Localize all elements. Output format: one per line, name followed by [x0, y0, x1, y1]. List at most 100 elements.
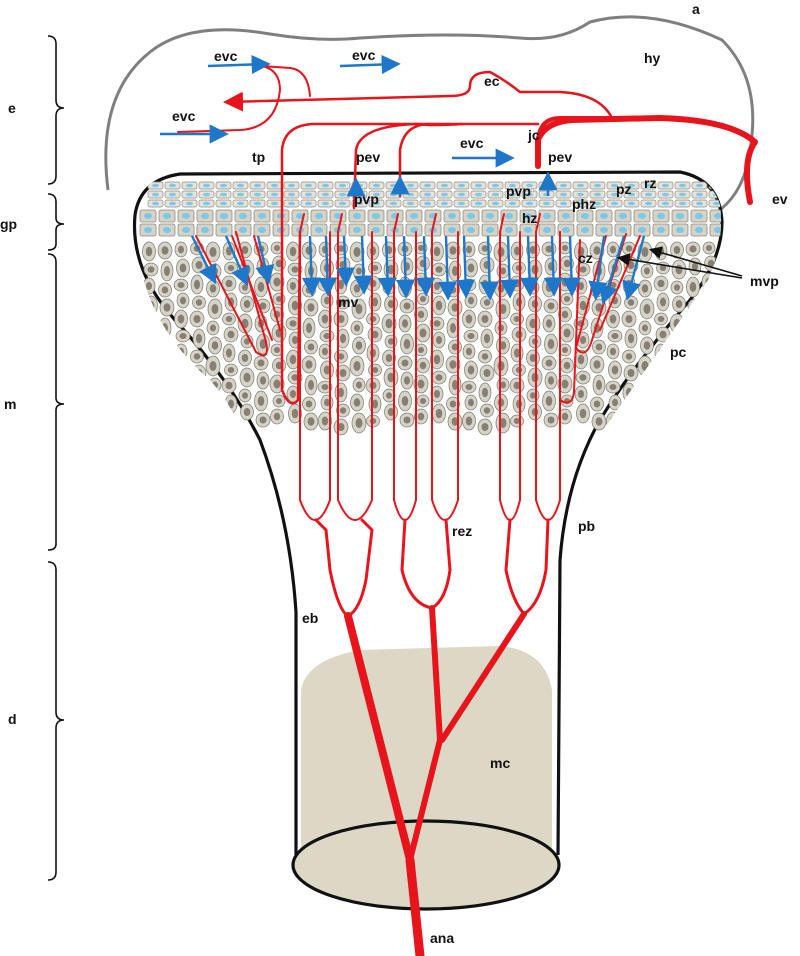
column-flow-arrow-3 — [255, 235, 275, 285]
chondrocyte-nucleus — [353, 361, 361, 371]
bracket-d — [47, 561, 65, 881]
chondrocyte-nucleus — [147, 374, 155, 381]
chondrocyte-nucleus — [708, 398, 714, 404]
resting-cell-nucleus — [509, 183, 516, 188]
resting-cell-nucleus — [169, 201, 176, 206]
resting-cell-nucleus — [220, 183, 227, 188]
chondrocyte-nucleus — [481, 353, 489, 360]
chondrocyte-nucleus — [465, 384, 473, 390]
chondrocyte-nucleus — [276, 296, 282, 302]
resting-cell-nucleus — [186, 192, 193, 197]
metaphyseal-loop-top-a-5 — [499, 213, 505, 233]
column-chondrocyte — [703, 323, 719, 343]
column-chondrocyte — [174, 343, 188, 360]
resting-cell-nucleus — [492, 192, 499, 197]
resting-cell-nucleus — [577, 183, 584, 188]
chondrocyte-nucleus — [545, 359, 553, 367]
region-label-gp: gp — [0, 216, 17, 232]
resting-cell-nucleus — [305, 183, 312, 188]
chondrocyte-nucleus — [194, 279, 200, 290]
column-flow-arrow-9 — [395, 235, 416, 299]
chondrocyte-nucleus — [436, 336, 442, 344]
resting-cell-nucleus — [152, 192, 159, 197]
chondrocyte-nucleus — [276, 398, 282, 404]
tp-loop — [280, 198, 302, 405]
resting-cell-nucleus — [203, 192, 210, 197]
column-chondrocyte — [639, 412, 655, 434]
nutrient-artery-right — [439, 611, 527, 743]
chondrocyte-nucleus — [643, 341, 651, 350]
label-evc-1: evc — [214, 48, 238, 64]
column-chondrocyte — [687, 298, 703, 314]
chondrocyte-nucleus — [147, 266, 155, 273]
chondrocyte-nucleus — [452, 380, 458, 390]
resting-cell-nucleus — [492, 201, 499, 206]
resting-cell-nucleus — [696, 201, 703, 206]
chondrocyte-nucleus — [209, 284, 217, 293]
chondrocyte-nucleus — [435, 374, 443, 381]
column-chondrocyte — [654, 414, 668, 428]
resting-cell-nucleus — [254, 183, 261, 188]
hypertrophic-cell-nucleus — [182, 227, 190, 233]
chondrocyte-nucleus — [465, 416, 473, 426]
hypertrophic-cell-nucleus — [372, 227, 380, 233]
resting-cell-nucleus — [441, 183, 448, 188]
chondrocyte-nucleus — [210, 324, 216, 332]
chondrocyte-nucleus — [164, 380, 170, 390]
marrow-cavity — [301, 646, 552, 848]
chondrocyte-nucleus — [242, 392, 248, 399]
chondrocyte-nucleus — [692, 262, 698, 271]
label-tp: tp — [252, 149, 265, 165]
chondrocyte-nucleus — [339, 299, 347, 306]
chondrocyte-nucleus — [450, 323, 456, 333]
chondrocyte-nucleus — [468, 296, 474, 305]
column-chondrocyte — [142, 385, 156, 403]
chondrocyte-nucleus — [195, 261, 203, 269]
chondrocyte-nucleus — [387, 372, 395, 383]
chondrocyte-nucleus — [596, 380, 602, 390]
hypertrophic-cell-nucleus — [258, 213, 266, 219]
column-chondrocyte — [704, 357, 718, 374]
chondrocyte-nucleus — [500, 267, 506, 275]
resting-cell-nucleus — [441, 201, 448, 206]
chondrocyte-nucleus — [593, 360, 601, 369]
chondrocyte-nucleus — [322, 347, 328, 356]
chondrocyte-nucleus — [705, 310, 713, 319]
resting-cell-nucleus — [526, 192, 533, 197]
chondrocyte-nucleus — [275, 259, 283, 268]
column-chondrocyte — [686, 314, 700, 333]
column-chondrocyte — [144, 295, 158, 316]
chondrocyte-nucleus — [563, 328, 571, 338]
column-flow-arrow-11 — [437, 235, 458, 301]
chondrocyte-nucleus — [356, 381, 362, 389]
column-flow-arrow-16 — [543, 235, 564, 297]
resting-cell-nucleus — [271, 192, 278, 197]
hypertrophic-cell-nucleus — [201, 227, 209, 233]
chondrocyte-nucleus — [562, 347, 568, 353]
chondrocyte-nucleus — [595, 417, 603, 426]
column-flow-arrow-8 — [377, 235, 398, 297]
chondrocyte-nucleus — [451, 343, 459, 351]
chondrocyte-nucleus — [227, 265, 235, 271]
hypertrophic-cell-nucleus — [676, 227, 684, 233]
resting-cell-nucleus — [339, 201, 346, 206]
hypertrophic-cell-nucleus — [163, 227, 171, 233]
column-flow-arrow-17 — [561, 235, 582, 297]
chondrocyte-nucleus — [355, 341, 363, 350]
chondrocyte-nucleus — [658, 348, 664, 358]
hypertrophic-cell-nucleus — [657, 227, 665, 233]
chondrocyte-nucleus — [579, 374, 587, 381]
chondrocyte-nucleus — [417, 412, 425, 421]
chondrocyte-nucleus — [211, 304, 219, 314]
resting-cell-nucleus — [169, 192, 176, 197]
chondrocyte-nucleus — [291, 408, 299, 419]
chondrocyte-nucleus — [707, 259, 715, 268]
chondrocyte-nucleus — [385, 354, 393, 362]
resting-cell-nucleus — [560, 192, 567, 197]
chondrocyte-nucleus — [417, 310, 425, 319]
column-chondrocyte — [191, 364, 207, 382]
resting-cell-nucleus — [424, 183, 431, 188]
chondrocyte-nucleus — [481, 315, 489, 323]
chondrocyte-nucleus — [337, 423, 345, 431]
chondrocyte-nucleus — [148, 336, 154, 344]
